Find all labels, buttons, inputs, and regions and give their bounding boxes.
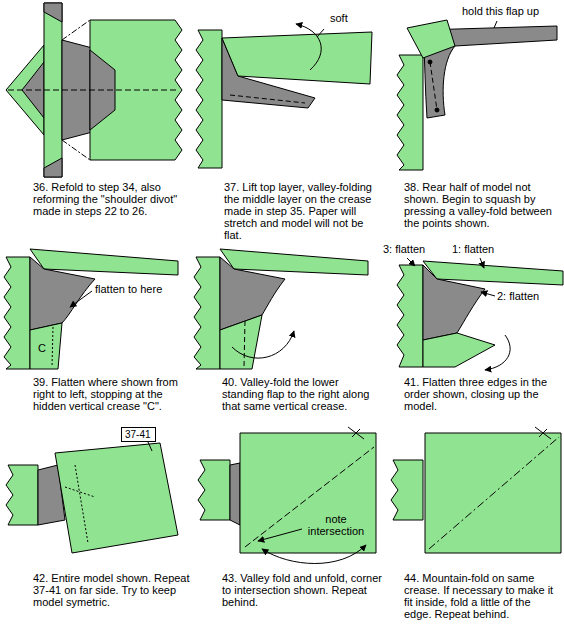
annotation-label: 3: flatten — [383, 243, 425, 255]
illustrations — [4, 3, 563, 564]
paper-body — [397, 55, 423, 170]
leader-line — [494, 21, 497, 28]
flatten-arrow — [70, 291, 92, 307]
step-40-figure — [194, 249, 368, 369]
step-36-figure — [6, 3, 182, 177]
step-caption: 41. Flatten three edges in the order sho… — [404, 376, 560, 412]
step-caption: 39. Flatten where shown from right to le… — [33, 376, 193, 412]
paper-layer — [423, 265, 485, 340]
valley-crease — [8, 90, 176, 91]
leader-line — [148, 442, 152, 451]
step-38-figure — [397, 20, 557, 170]
reference-box: 37-41 — [121, 427, 156, 442]
close-arrow — [485, 335, 510, 370]
step-37-figure — [196, 24, 372, 168]
annotation-label: soft — [330, 12, 348, 24]
top-layer — [222, 32, 372, 84]
step-caption: 37. Lift top layer, valley-folding the m… — [224, 181, 384, 241]
paper-layer — [30, 257, 95, 330]
paper-body — [196, 30, 222, 168]
paper-body — [391, 460, 423, 520]
step-41-figure — [397, 258, 563, 370]
mountain-crease — [429, 437, 559, 549]
standing-flap — [30, 323, 62, 369]
valley-crease — [245, 447, 374, 547]
paper-body — [6, 465, 38, 525]
annotation-label: flatten to here — [95, 283, 162, 295]
step-caption: 42. Entire model shown. Repeat 37-41 on … — [33, 572, 193, 608]
leader-line — [317, 29, 324, 37]
valley-crease — [430, 62, 437, 110]
step-caption: 43. Valley fold and unfold, corner to in… — [222, 572, 382, 608]
step-43-figure — [198, 427, 376, 564]
step-caption: 36. Refold to step 34, also reforming th… — [33, 181, 193, 217]
point-mark — [428, 60, 432, 64]
annotation-label: C — [38, 342, 46, 354]
paper-body — [194, 257, 220, 369]
reference-number: 37-41 — [125, 429, 151, 440]
paper-layer — [407, 20, 455, 58]
step-44-figure — [391, 427, 561, 553]
paper-flap — [240, 433, 376, 553]
paper-body — [4, 257, 30, 369]
paper-body — [198, 460, 230, 520]
paper-body — [397, 265, 423, 367]
point-mark — [435, 108, 439, 112]
annotation-label: 2: flatten — [497, 290, 539, 302]
lift-arrow — [296, 24, 321, 70]
repeat-behind-mark — [348, 427, 364, 439]
standing-flap — [220, 315, 262, 369]
paper-layer — [44, 3, 62, 22]
annotation-label: hold this flap up — [462, 5, 539, 17]
repeat-behind-mark — [535, 427, 551, 439]
paper-flap — [55, 443, 178, 553]
annotation-label: 1: flatten — [452, 243, 494, 255]
hidden-edge — [65, 465, 95, 543]
step-caption: 38. Rear half of model not shown. Begin … — [404, 181, 560, 229]
paper-layer — [230, 463, 240, 525]
step-39-figure — [4, 249, 178, 369]
leader-arrow — [480, 258, 484, 268]
valley-crease — [230, 95, 305, 103]
step-caption: 44. Mountain-fold on same crease. If nec… — [404, 572, 560, 620]
fold-arrow — [232, 331, 294, 358]
step-caption: 40. Valley-fold the lower standing flap … — [222, 376, 382, 412]
paper-layer — [44, 158, 62, 177]
step-42-figure — [6, 442, 178, 553]
leader-arrow — [481, 292, 495, 296]
annotation-label: note intersection — [305, 513, 367, 537]
valley-crease — [244, 321, 245, 367]
leader-arrow — [258, 529, 302, 541]
paper-flap — [425, 433, 561, 553]
hidden-crease — [52, 327, 53, 367]
fold-arrow — [262, 545, 366, 564]
leader-arrow — [407, 258, 415, 266]
lower-flap — [423, 333, 495, 367]
